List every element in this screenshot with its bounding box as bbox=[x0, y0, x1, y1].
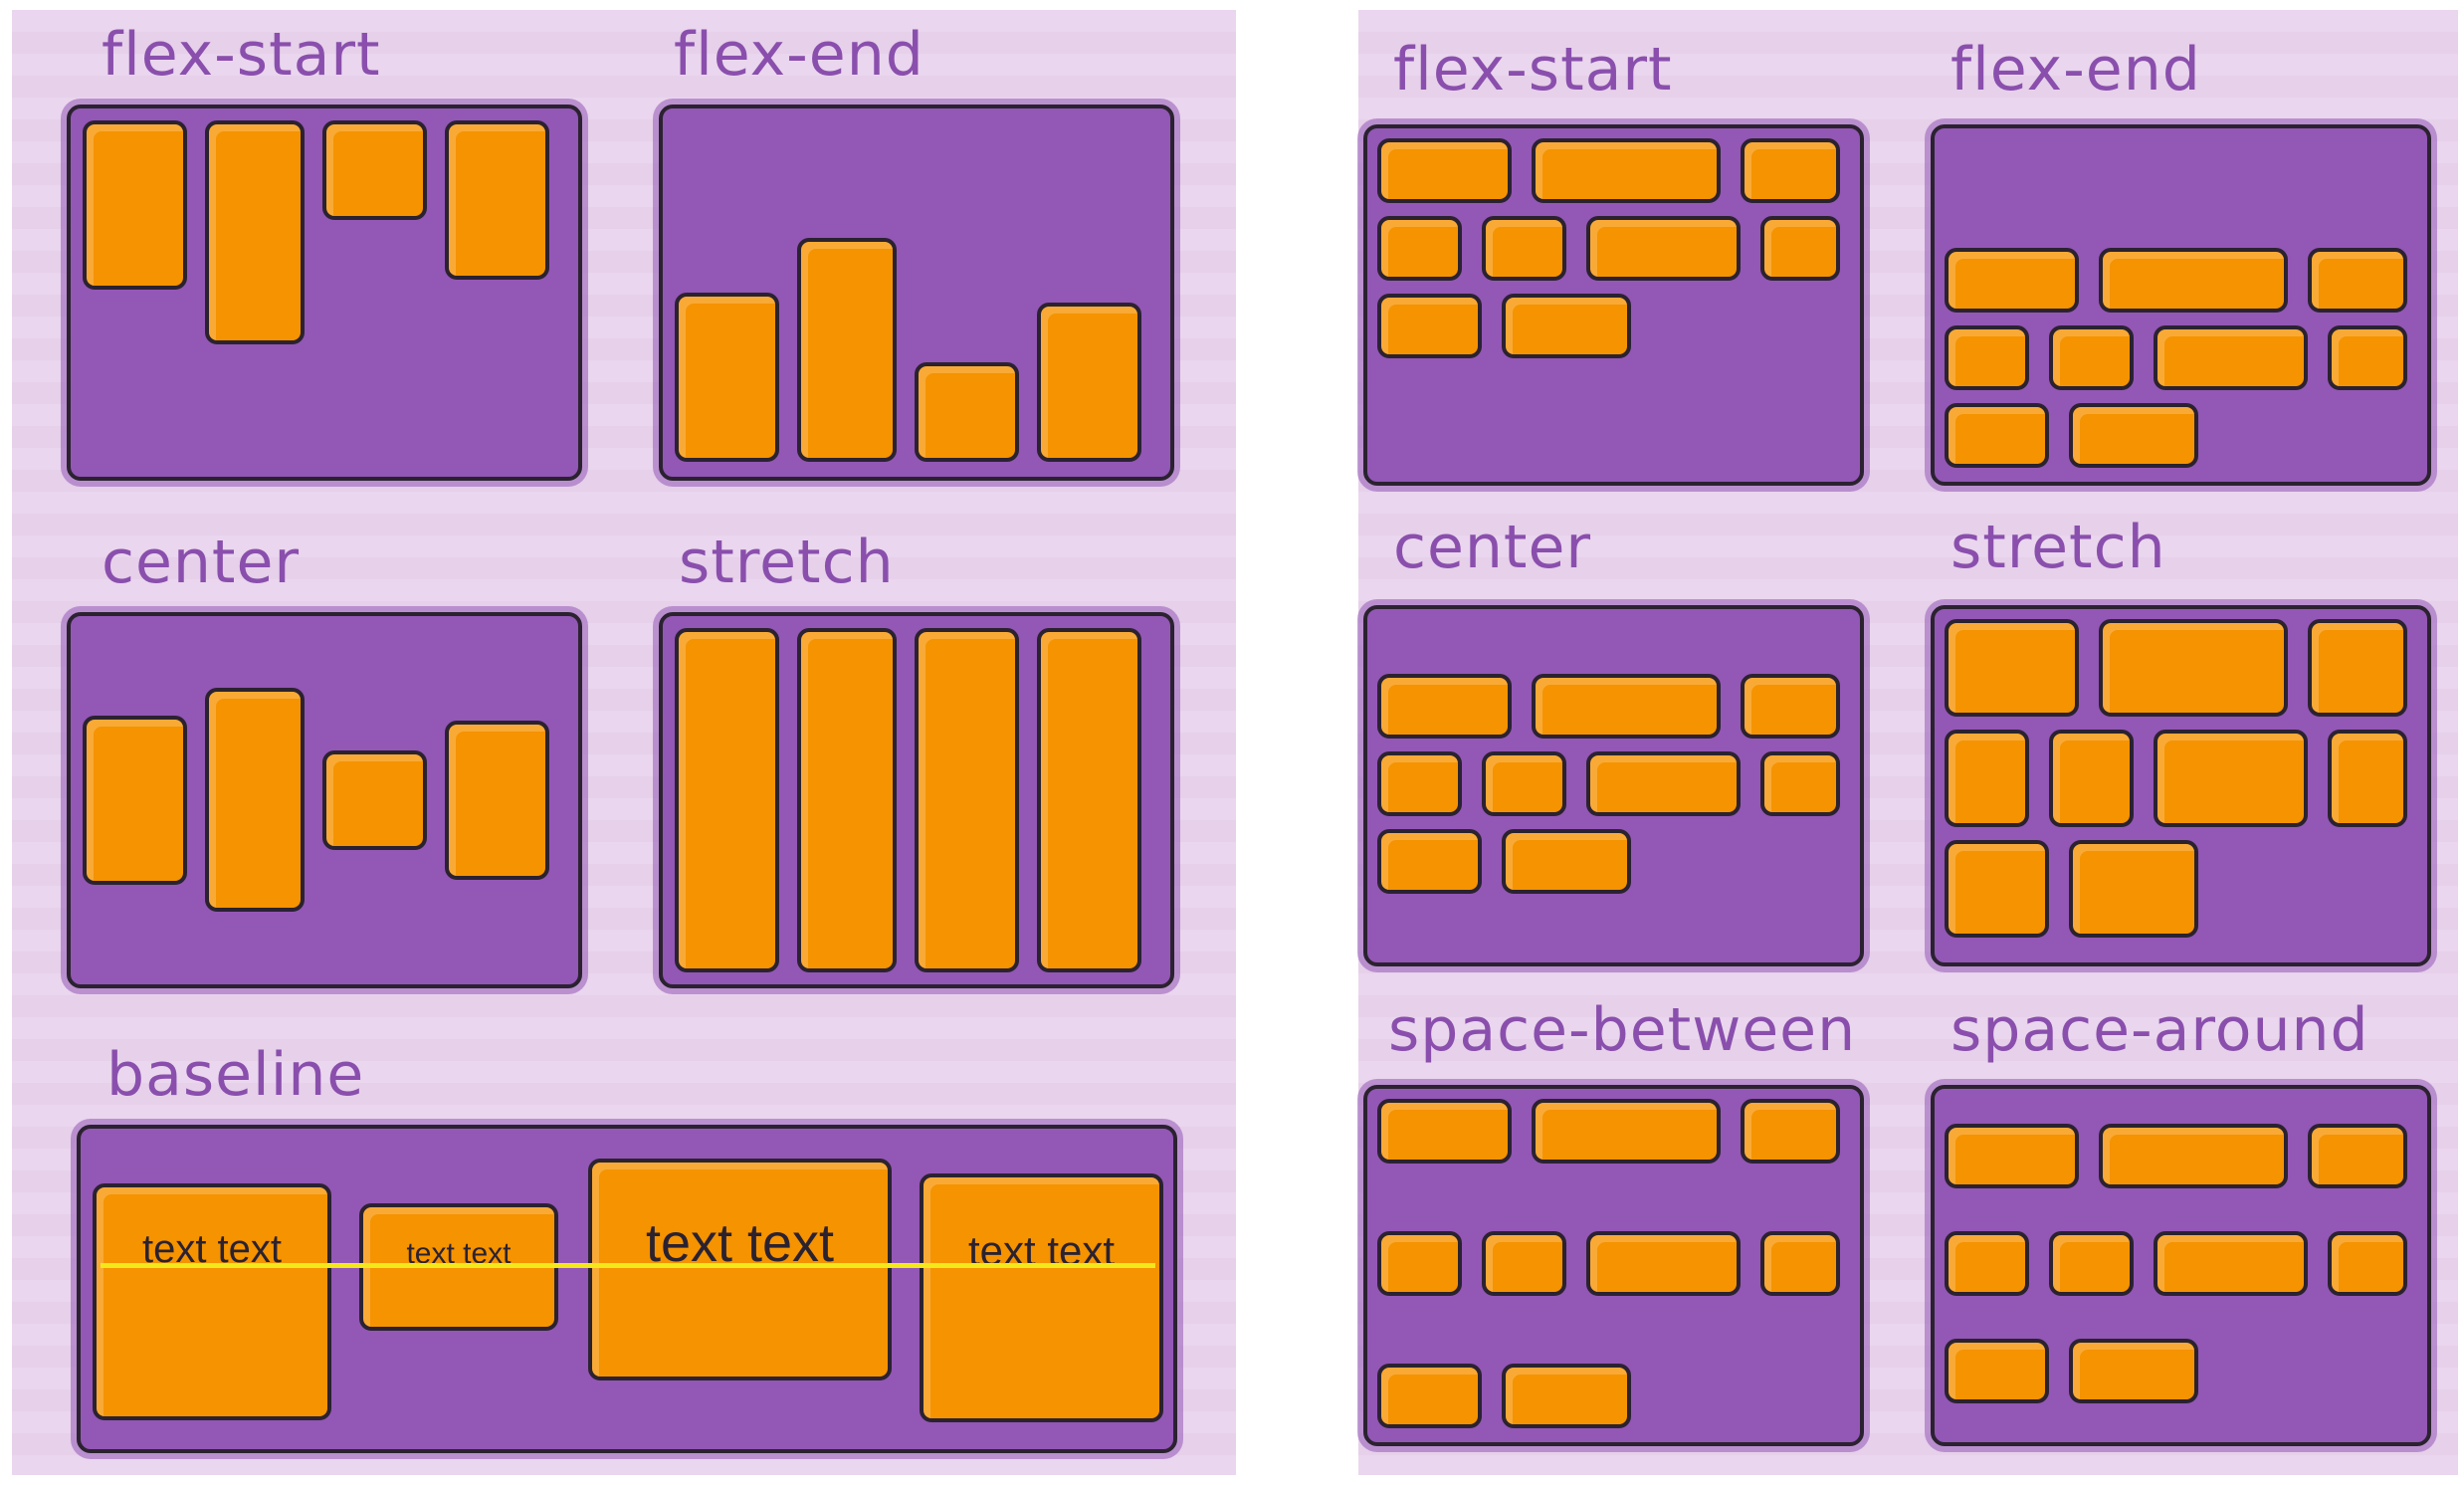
item bbox=[1945, 840, 2049, 938]
item bbox=[2308, 248, 2407, 313]
item bbox=[915, 628, 1019, 972]
box-flex-start bbox=[67, 105, 582, 481]
item bbox=[205, 120, 305, 344]
item bbox=[675, 293, 779, 462]
item bbox=[2328, 325, 2407, 390]
item bbox=[1377, 1364, 1482, 1428]
baseline-line bbox=[101, 1263, 1155, 1268]
item bbox=[1586, 216, 1741, 281]
label-center: center bbox=[102, 532, 300, 592]
item bbox=[1945, 248, 2079, 313]
item bbox=[1945, 325, 2029, 390]
item bbox=[1377, 216, 1462, 281]
item bbox=[797, 238, 897, 462]
item bbox=[445, 721, 549, 880]
item bbox=[2328, 730, 2407, 827]
item bbox=[1532, 1099, 1721, 1164]
box-space-between bbox=[1363, 1085, 1864, 1446]
item bbox=[1377, 294, 1482, 358]
box-center bbox=[1363, 605, 1864, 966]
item bbox=[2099, 619, 2288, 717]
item bbox=[2069, 840, 2198, 938]
box-space-around bbox=[1931, 1085, 2431, 1446]
baseline-item: text text bbox=[93, 1183, 331, 1420]
item bbox=[2049, 1231, 2134, 1296]
box-flex-end bbox=[659, 105, 1174, 481]
item bbox=[915, 362, 1019, 462]
item bbox=[1482, 751, 1566, 816]
label-center: center bbox=[1393, 518, 1591, 577]
item bbox=[2069, 1339, 2198, 1403]
item bbox=[1945, 1339, 2049, 1403]
item bbox=[1945, 1231, 2029, 1296]
item bbox=[1377, 674, 1512, 739]
item bbox=[1377, 138, 1512, 203]
item bbox=[1945, 619, 2079, 717]
label-flex-start: flex-start bbox=[1393, 40, 1673, 100]
item bbox=[445, 120, 549, 280]
box-flex-start bbox=[1363, 124, 1864, 486]
baseline-item: text text bbox=[588, 1159, 892, 1380]
item bbox=[2049, 325, 2134, 390]
item bbox=[1945, 1124, 2079, 1188]
item bbox=[1586, 1231, 1741, 1296]
item bbox=[83, 120, 187, 290]
item bbox=[1377, 751, 1462, 816]
baseline-item: text text bbox=[920, 1173, 1163, 1422]
item bbox=[2154, 325, 2308, 390]
item bbox=[1037, 303, 1141, 462]
label-baseline: baseline bbox=[106, 1045, 364, 1105]
item bbox=[797, 628, 897, 972]
item bbox=[322, 120, 427, 220]
box-flex-end bbox=[1931, 124, 2431, 486]
item bbox=[1760, 1231, 1840, 1296]
item bbox=[2049, 730, 2134, 827]
item bbox=[205, 688, 305, 912]
item bbox=[1741, 674, 1840, 739]
item bbox=[83, 716, 187, 885]
item bbox=[1532, 138, 1721, 203]
item bbox=[2328, 1231, 2407, 1296]
label-space-around: space-around bbox=[1951, 1000, 2369, 1060]
item bbox=[1532, 674, 1721, 739]
box-stretch bbox=[1931, 605, 2431, 966]
label-flex-end: flex-end bbox=[1951, 40, 2201, 100]
box-stretch bbox=[659, 612, 1174, 988]
item bbox=[1741, 1099, 1840, 1164]
item bbox=[322, 750, 427, 850]
item bbox=[1586, 751, 1741, 816]
item bbox=[1741, 138, 1840, 203]
item bbox=[2154, 1231, 2308, 1296]
item bbox=[2069, 403, 2198, 468]
item bbox=[1945, 403, 2049, 468]
item bbox=[2099, 1124, 2288, 1188]
box-baseline: text text text text text text text text bbox=[77, 1125, 1177, 1453]
item bbox=[1377, 829, 1482, 894]
item bbox=[1760, 751, 1840, 816]
label-flex-end: flex-end bbox=[674, 25, 924, 85]
item bbox=[1945, 730, 2029, 827]
label-space-between: space-between bbox=[1388, 1000, 1856, 1060]
item bbox=[2308, 619, 2407, 717]
item bbox=[1502, 1364, 1631, 1428]
item bbox=[1037, 628, 1141, 972]
item bbox=[1482, 1231, 1566, 1296]
label-flex-start: flex-start bbox=[102, 25, 381, 85]
item bbox=[1482, 216, 1566, 281]
item bbox=[1760, 216, 1840, 281]
item bbox=[1502, 294, 1631, 358]
item bbox=[2154, 730, 2308, 827]
box-center bbox=[67, 612, 582, 988]
item bbox=[1377, 1099, 1512, 1164]
item bbox=[2308, 1124, 2407, 1188]
align-content-panel: flex-start flex-end center stretch bbox=[1358, 10, 2458, 1475]
align-items-panel: flex-start flex-end center stretch basel… bbox=[12, 10, 1236, 1475]
label-stretch: stretch bbox=[679, 532, 895, 592]
item bbox=[2099, 248, 2288, 313]
item bbox=[1502, 829, 1631, 894]
label-stretch: stretch bbox=[1951, 518, 2166, 577]
item bbox=[675, 628, 779, 972]
item bbox=[1377, 1231, 1462, 1296]
